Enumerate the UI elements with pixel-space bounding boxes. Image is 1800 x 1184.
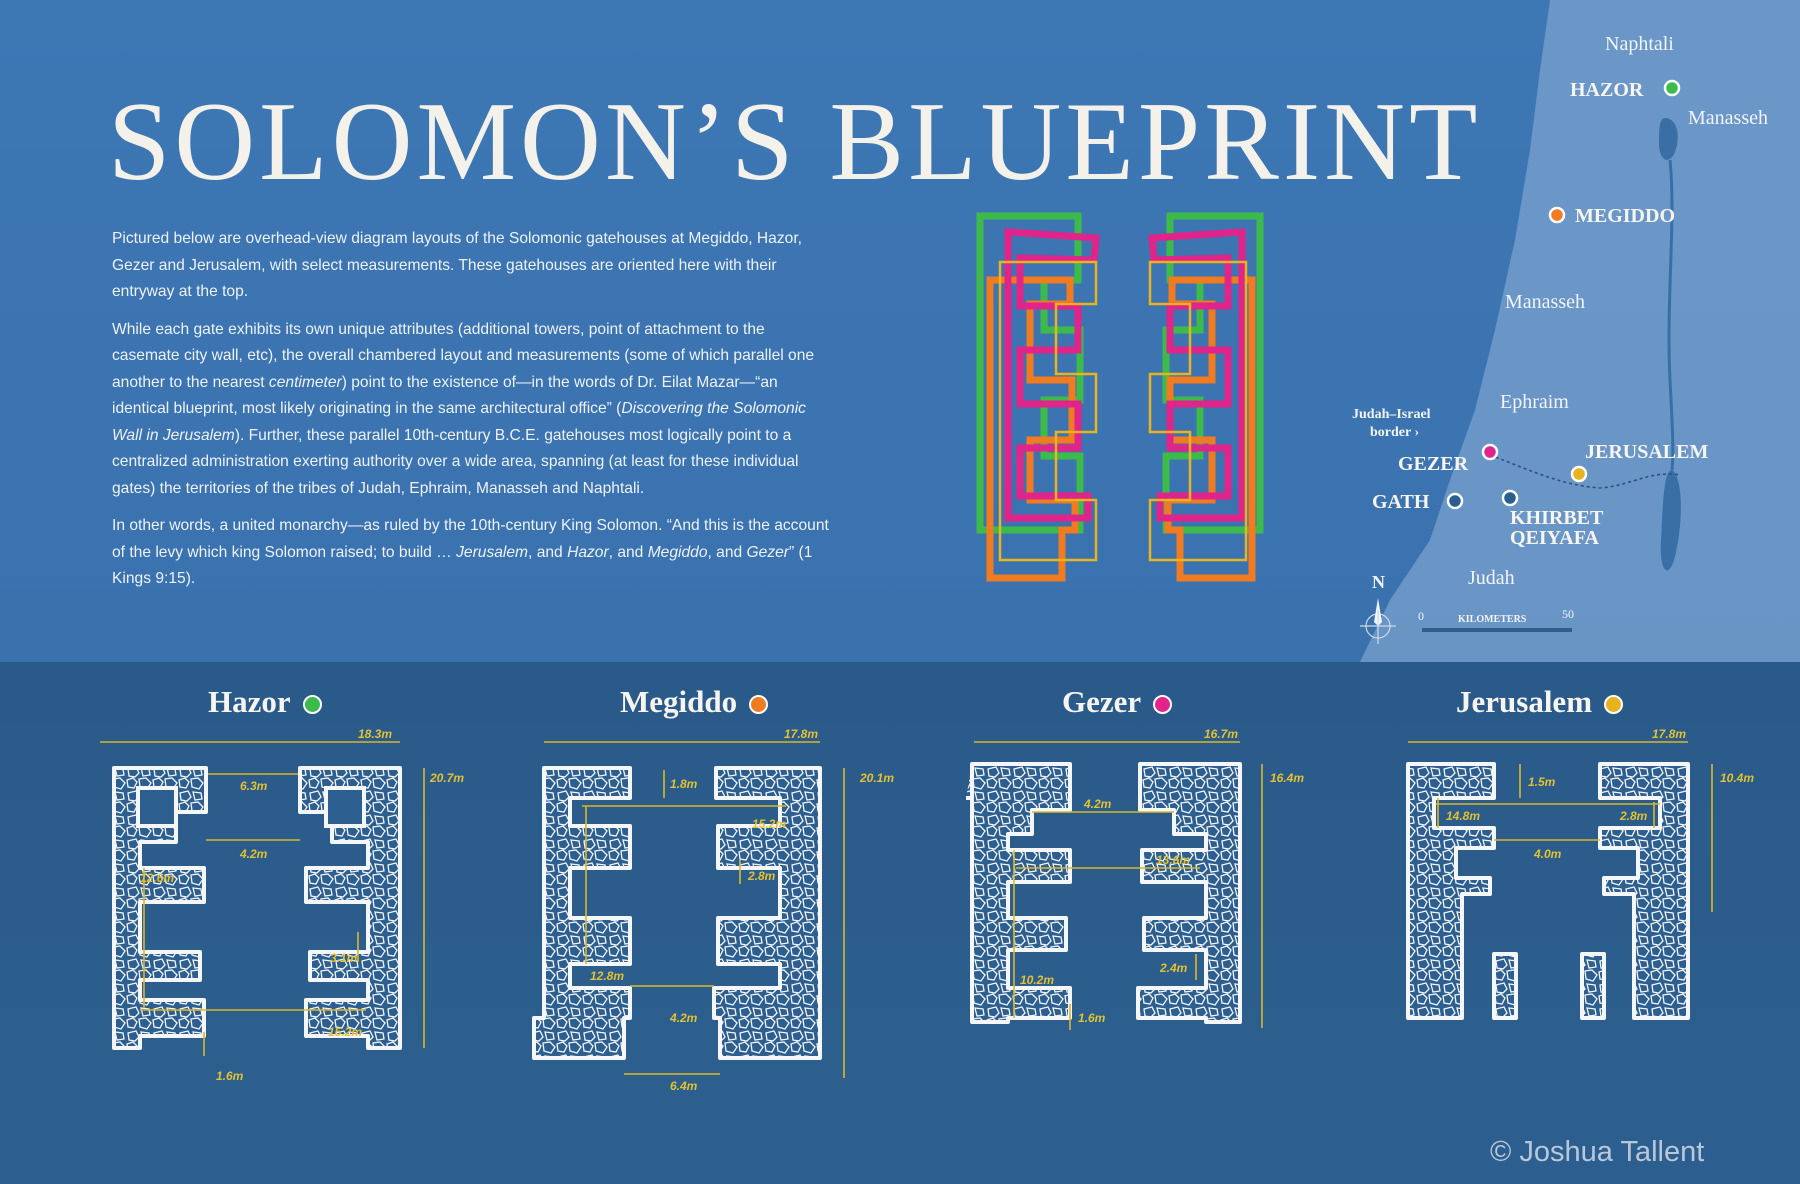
- region-map: Naphtali Manasseh Manasseh Ephraim Judah…: [1352, 0, 1800, 662]
- svg-text:1.6m: 1.6m: [216, 1069, 244, 1083]
- svg-text:17.8m: 17.8m: [784, 727, 818, 741]
- gezer-color-dot: [1153, 695, 1173, 715]
- gates-panel: [0, 662, 1800, 1184]
- land-area: [1360, 0, 1800, 662]
- gate-plan-megiddo: 17.8m 20.1m 1.8m 15.2m 2.8m 12.8m 4.2m 6…: [532, 727, 894, 1093]
- gate-title-hazor: Hazor: [208, 684, 322, 720]
- region-label-judah: Judah: [1468, 567, 1515, 589]
- svg-text:16.7m: 16.7m: [1204, 727, 1238, 741]
- region-label-naphtali: Naphtali: [1605, 33, 1674, 55]
- svg-text:2.4m: 2.4m: [1159, 961, 1188, 975]
- site-dot-hazor: [1663, 79, 1681, 97]
- hazor-color-dot: [302, 695, 322, 715]
- region-label-manasseh-north: Manasseh: [1688, 107, 1768, 129]
- border-line: [1489, 454, 1681, 489]
- site-label-qeiyafa: QEIYAFA: [1510, 527, 1599, 549]
- site-dot-gezer: [1481, 443, 1499, 461]
- intro-text: Pictured below are overhead-view diagram…: [112, 226, 832, 604]
- svg-text:1.8m: 1.8m: [670, 777, 698, 791]
- border-label-1: Judah–Israel: [1352, 407, 1431, 422]
- gate-plan-hazor: 18.3m 20.7m 6.3m 4.2m 12.6m 3.1m 15.2m 1…: [100, 727, 464, 1083]
- svg-text:N: N: [1372, 572, 1385, 592]
- svg-text:10.2m: 10.2m: [1020, 973, 1054, 987]
- svg-text:10.4m: 10.4m: [1720, 771, 1754, 785]
- sea-of-galilee: [1659, 118, 1678, 160]
- border-label-2: border ›: [1370, 425, 1419, 440]
- north-arrow: N: [1360, 572, 1396, 644]
- gate-plan-gezer: 16.7m 16.4m 4.2m 13.6m 10.2m 2.4m 1.6m: [966, 727, 1304, 1030]
- scale-bar: 0 KILOMETERS 50: [1418, 607, 1574, 632]
- site-label-khirbet: KHIRBET: [1510, 507, 1604, 529]
- region-label-ephraim: Ephraim: [1500, 391, 1569, 413]
- gate-title-gezer: Gezer: [1062, 684, 1173, 720]
- site-dot-khirbet-qeiyafa: [1501, 489, 1519, 507]
- overlay-jerusalem-left: [998, 260, 1098, 562]
- jerusalem-color-dot: [1604, 695, 1624, 715]
- gate-plan-jerusalem: 17.8m 10.4m 1.5m 14.8m 2.8m 4.0m: [1406, 727, 1754, 1020]
- svg-text:15.2m: 15.2m: [328, 1025, 362, 1039]
- svg-text:3.1m: 3.1m: [330, 951, 358, 965]
- svg-text:4.2m: 4.2m: [669, 1011, 698, 1025]
- svg-text:6.3m: 6.3m: [240, 779, 268, 793]
- site-label-gath: GATH: [1372, 491, 1430, 513]
- gate-title-jerusalem: Jerusalem: [1456, 684, 1624, 720]
- gate-title-megiddo: Megiddo: [620, 684, 769, 720]
- gate-overlay-diagram: [976, 212, 1264, 582]
- overlay-gezer-right: [1148, 228, 1246, 522]
- svg-text:18.3m: 18.3m: [358, 727, 392, 741]
- page-title: SOLOMON’S BLUEPRINT: [108, 80, 1482, 204]
- svg-text:1.5m: 1.5m: [1528, 775, 1556, 789]
- region-label-manasseh: Manasseh: [1505, 291, 1585, 313]
- intro-paragraph-3: In other words, a united monarchy—as rul…: [112, 517, 829, 587]
- svg-text:20.1m: 20.1m: [859, 771, 894, 785]
- overlay-hazor-left: [976, 212, 1084, 534]
- svg-text:20.7m: 20.7m: [429, 771, 464, 785]
- svg-text:17.8m: 17.8m: [1652, 727, 1686, 741]
- overlay-gezer-left: [1004, 228, 1100, 522]
- svg-text:12.8m: 12.8m: [590, 969, 624, 983]
- svg-text:13.6m: 13.6m: [1156, 853, 1190, 867]
- jordan-river: [1667, 159, 1675, 471]
- svg-text:15.2m: 15.2m: [752, 817, 786, 831]
- svg-text:2.8m: 2.8m: [747, 869, 776, 883]
- intro-paragraph-1: Pictured below are overhead-view diagram…: [112, 230, 802, 300]
- site-dot-jerusalem: [1570, 465, 1588, 483]
- svg-text:4.2m: 4.2m: [239, 847, 268, 861]
- svg-text:4.2m: 4.2m: [1083, 797, 1112, 811]
- site-label-gezer: GEZER: [1398, 453, 1469, 475]
- copyright-credit: © Joshua Tallent: [1490, 1136, 1705, 1168]
- site-label-jerusalem: JERUSALEM: [1585, 441, 1708, 463]
- svg-text:14.8m: 14.8m: [1446, 809, 1480, 823]
- intro-paragraph-2: While each gate exhibits its own unique …: [112, 320, 815, 497]
- site-dot-gath: [1446, 492, 1464, 510]
- svg-text:2.8m: 2.8m: [1619, 809, 1648, 823]
- svg-text:1.6m: 1.6m: [1078, 1011, 1106, 1025]
- svg-text:50: 50: [1562, 607, 1574, 621]
- megiddo-color-dot: [749, 695, 769, 715]
- svg-text:0: 0: [1418, 609, 1424, 623]
- dead-sea: [1660, 470, 1681, 571]
- svg-text:4.0m: 4.0m: [1533, 847, 1562, 861]
- overlay-jerusalem-right: [1148, 260, 1248, 562]
- site-label-hazor: HAZOR: [1570, 79, 1644, 101]
- svg-text:6.4m: 6.4m: [670, 1079, 698, 1093]
- site-label-megiddo: MEGIDDO: [1575, 205, 1675, 227]
- svg-text:KILOMETERS: KILOMETERS: [1458, 614, 1527, 625]
- site-dot-megiddo: [1548, 206, 1566, 224]
- svg-text:16.4m: 16.4m: [1270, 771, 1304, 785]
- svg-text:12.6m: 12.6m: [140, 871, 174, 885]
